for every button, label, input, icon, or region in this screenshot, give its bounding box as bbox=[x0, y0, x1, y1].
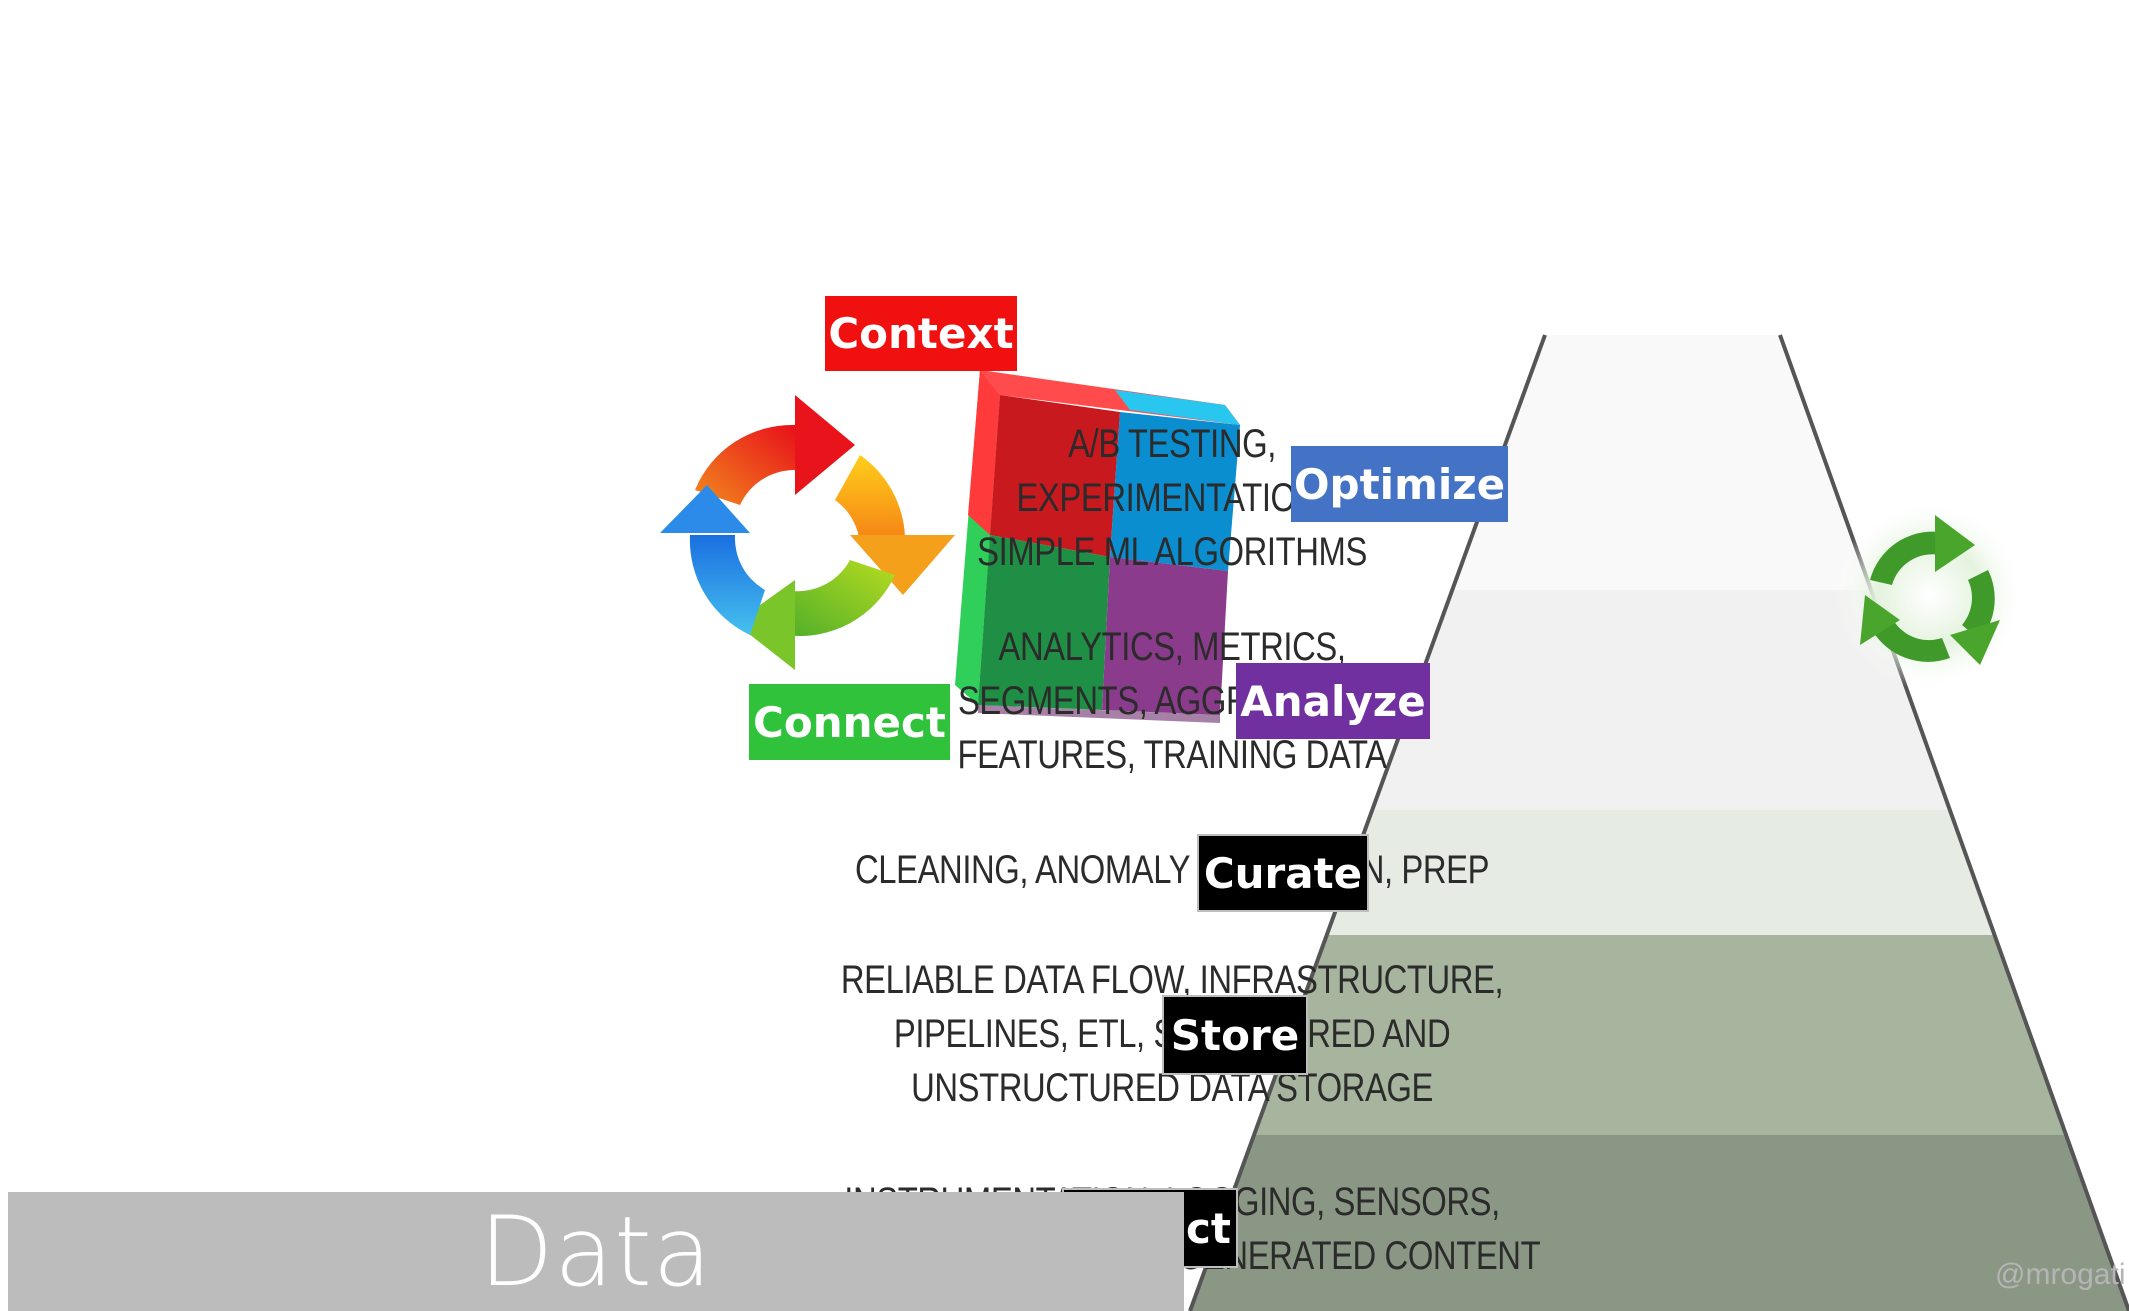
layer-line: RELIABLE DATA FLOW, INFRASTRUCTURE, bbox=[840, 958, 1504, 1002]
analyze-tag: Analyze bbox=[1236, 663, 1430, 739]
pyramid-layer-1: A/B TESTING, EXPERIMENTATION, SIMPLE ML … bbox=[299, 417, 2045, 579]
context-tag: Context bbox=[825, 296, 1017, 371]
green-recycle-icon bbox=[1835, 500, 2025, 690]
layer-line: EXPERIMENTATION, bbox=[1016, 476, 1328, 520]
layer-line: ANALYTICS, METRICS, bbox=[998, 625, 1346, 669]
data-bar: Data bbox=[8, 1192, 1184, 1311]
layer-line: FEATURES, TRAINING DATA bbox=[957, 733, 1387, 777]
pyramid-layer-2: ANALYTICS, METRICS, SEGMENTS, AGGREGATES… bbox=[299, 620, 2045, 782]
layer-line: A/B TESTING, bbox=[1068, 422, 1276, 466]
layer-line: SEGMENTS, AGGREGATES, bbox=[957, 679, 1387, 723]
data-label: Data bbox=[479, 1195, 713, 1308]
optimize-tag: Optimize bbox=[1291, 446, 1508, 522]
connect-tag: Connect bbox=[749, 684, 950, 760]
cycle-arrows-icon bbox=[660, 395, 955, 670]
cube-icon bbox=[955, 370, 1240, 723]
watermark: @mrogati bbox=[1995, 1258, 2126, 1291]
layer-line: CLEANING, ANOMALY DETECTION, PREP bbox=[854, 848, 1490, 892]
curate-tag: Curate bbox=[1197, 834, 1369, 912]
layer-line: SIMPLE ML ALGORITHMS bbox=[977, 530, 1367, 574]
store-tag: Store bbox=[1162, 995, 1308, 1075]
pyramid-layer-3: CLEANING, ANOMALY DETECTION, PREP bbox=[299, 843, 2045, 897]
